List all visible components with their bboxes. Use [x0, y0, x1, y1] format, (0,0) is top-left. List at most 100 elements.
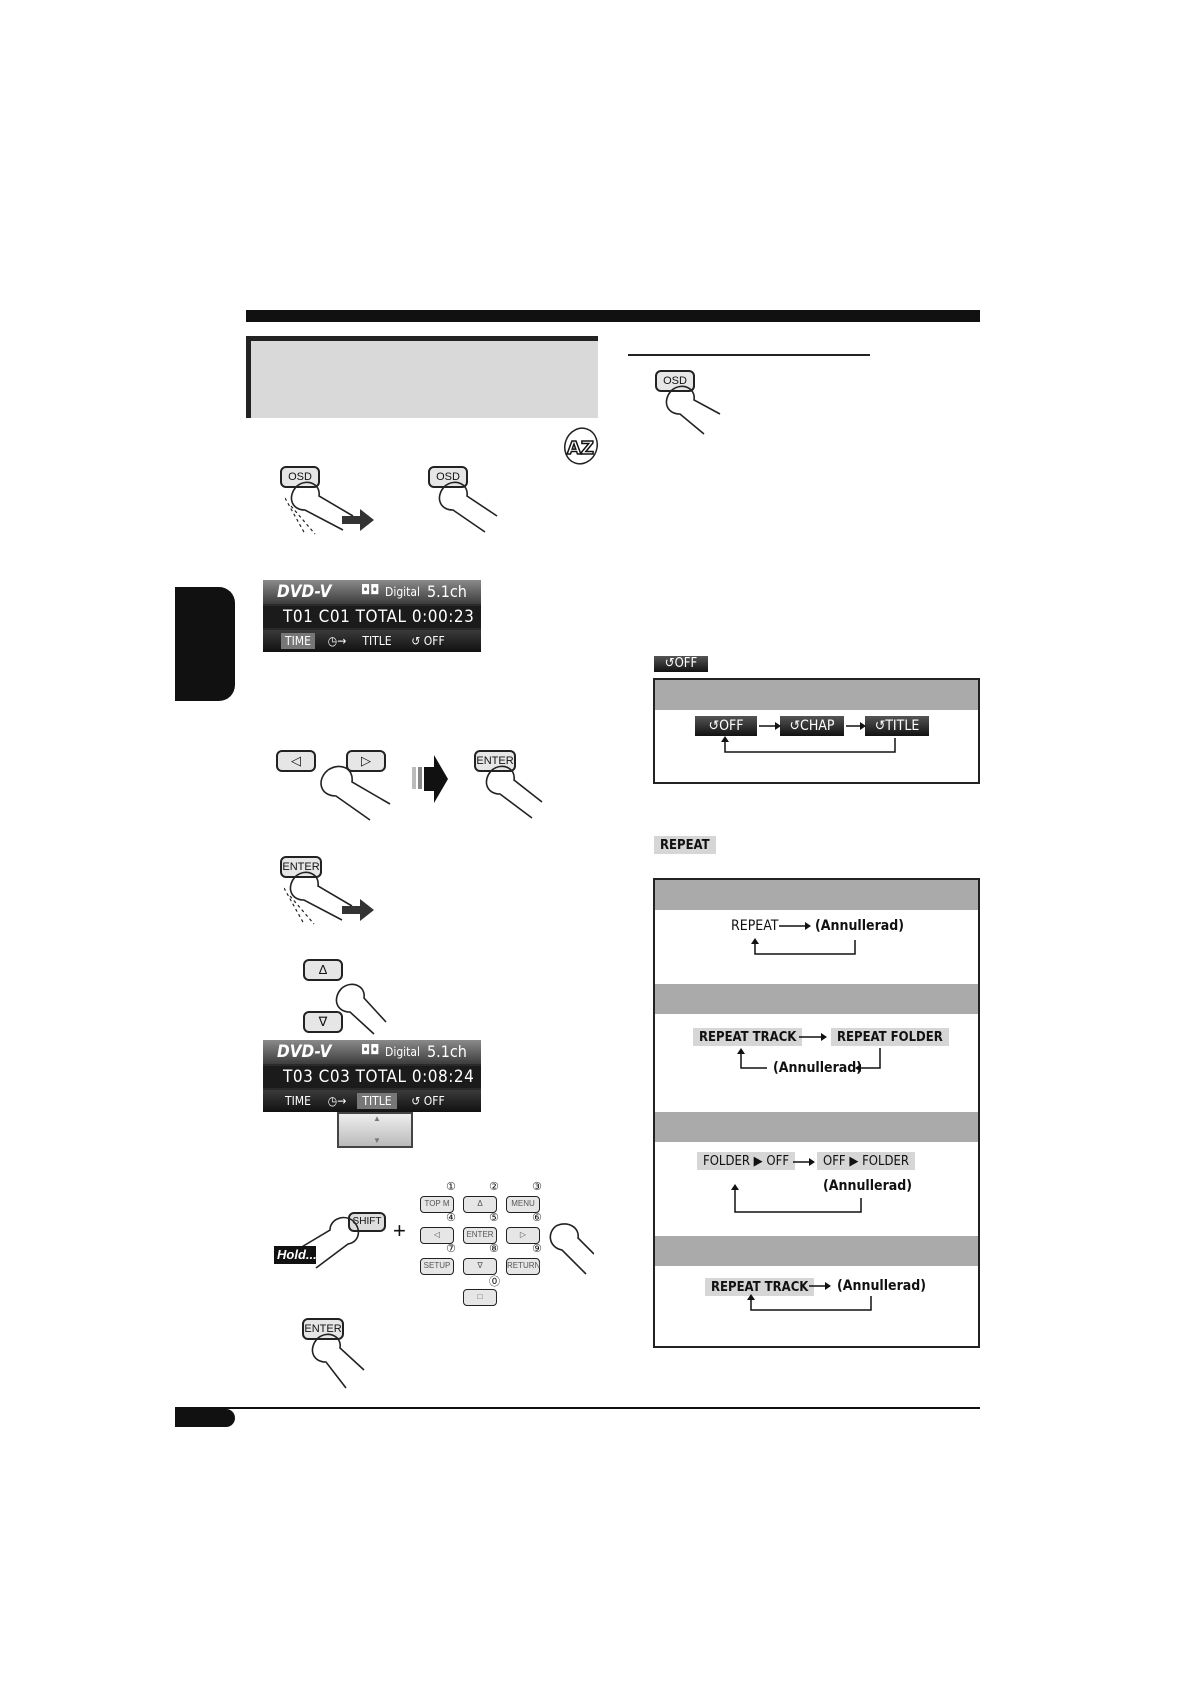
- right-button[interactable]: ▷: [346, 750, 386, 772]
- finger-icon: [438, 481, 498, 533]
- table-header: [655, 680, 978, 710]
- finger-icon: [485, 765, 543, 819]
- repeat-modes-table: REPEAT (Annullerad) REPEAT TRACK REPEAT …: [653, 878, 980, 1348]
- down-button[interactable]: ∇: [303, 1011, 343, 1033]
- key-number-2: ②: [489, 1180, 499, 1193]
- repeat-off-chip: ↺OFF: [654, 656, 708, 672]
- key-number-0: ⓪: [489, 1275, 500, 1288]
- up-button[interactable]: ∆: [303, 959, 343, 981]
- finger-icon: [320, 765, 391, 821]
- enter-button[interactable]: ENTER: [302, 1318, 344, 1340]
- finger-icon: [311, 1333, 365, 1389]
- key-top-menu[interactable]: TOP M: [420, 1196, 454, 1213]
- finger-icon: [285, 481, 354, 535]
- osd-button-1[interactable]: OSD: [280, 466, 320, 488]
- osd-status: T03 C03 TOTAL 0:08:24 ▶: [263, 1066, 481, 1109]
- flow-4-arrows: [747, 1282, 872, 1311]
- repeat-chapter-state: ↺CHAP: [780, 716, 844, 736]
- popup-up-arrow-icon: ▲: [373, 1114, 381, 1123]
- flow-2-arrows: [737, 1033, 881, 1072]
- arrow-right-icon: [342, 899, 374, 921]
- top-rule-bar: [246, 310, 980, 322]
- finger-icon: [549, 1223, 594, 1275]
- key-down[interactable]: ∇: [463, 1258, 497, 1275]
- key-number-3: ③: [532, 1180, 542, 1193]
- flow-4-cancel: (Annullerad): [837, 1278, 927, 1294]
- enter-button[interactable]: ENTER: [280, 856, 322, 878]
- flow-1-start: REPEAT: [731, 918, 779, 934]
- right-column-rule: [628, 354, 870, 356]
- repeat-chip: REPEAT: [654, 836, 716, 854]
- key-number-5: ⑤: [489, 1211, 499, 1224]
- osd-menu-repeat[interactable]: ↺ OFF: [411, 1094, 445, 1108]
- dvd-repeat-table: ↺OFF ↺CHAP ↺TITLE: [653, 678, 980, 784]
- osd-display-2: DVD-V ◘◘ Digital 5.1ch T03 C03 TOTAL 0:0…: [263, 1040, 481, 1112]
- source-label: DVD-V: [277, 1042, 332, 1062]
- key-zero[interactable]: □: [463, 1289, 497, 1306]
- repeat-off-state: ↺OFF: [695, 716, 757, 736]
- hold-label: Hold...: [274, 1246, 317, 1264]
- repeat-title-state: ↺TITLE: [865, 716, 929, 736]
- popup-down-arrow-icon: ▼: [373, 1136, 381, 1145]
- title-select-popup[interactable]: ▲ ▼: [337, 1112, 413, 1148]
- osd-display-1: DVD-V ◘◘ Digital 5.1ch T01 C01 TOTAL 0:0…: [263, 580, 481, 652]
- key-number-7: ⑦: [446, 1242, 456, 1255]
- flow-3-folder-off: FOLDER ▶ OFF: [697, 1152, 796, 1170]
- key-number-6: ⑥: [532, 1211, 542, 1224]
- plus-sign: +: [393, 1218, 406, 1243]
- finger-icon: [284, 871, 353, 925]
- osd-menu-timer[interactable]: ◷→: [327, 1094, 347, 1108]
- flow-1-cancel: (Annullerad): [815, 918, 905, 934]
- finger-icon: [299, 1216, 360, 1269]
- left-button[interactable]: ◁: [276, 750, 316, 772]
- flow-3-arrows: [731, 1158, 862, 1213]
- arrow-right-icon: [412, 755, 448, 803]
- key-enter[interactable]: ENTER: [463, 1227, 497, 1244]
- channels-label: 5.1ch: [427, 1042, 467, 1061]
- key-return[interactable]: RETURN: [506, 1258, 540, 1275]
- channels-label: 5.1ch: [427, 582, 467, 601]
- source-label: DVD-V: [277, 582, 332, 602]
- flow-2-cancel: (Annullerad): [773, 1060, 863, 1076]
- flow-2-track: REPEAT TRACK: [693, 1028, 803, 1046]
- key-up[interactable]: Δ: [463, 1196, 497, 1213]
- table-header: [655, 1112, 978, 1142]
- table-header: [655, 984, 978, 1014]
- dolby-icon: ◘◘: [361, 1043, 380, 1058]
- osd-menu-time[interactable]: TIME: [281, 633, 315, 649]
- language-side-tab: [175, 587, 235, 701]
- table-header: [655, 1236, 978, 1266]
- flow-2-folder: REPEAT FOLDER: [831, 1028, 949, 1046]
- key-setup[interactable]: SETUP: [420, 1258, 454, 1275]
- flow-1-arrows: [751, 922, 856, 955]
- osd-menu-title[interactable]: TITLE: [362, 634, 392, 648]
- osd-menu-title[interactable]: TITLE: [357, 1093, 397, 1109]
- osd-status: T01 C01 TOTAL 0:00:23 ▶: [263, 606, 481, 649]
- flow-arrows: [721, 722, 896, 753]
- key-left[interactable]: ◁: [420, 1227, 454, 1244]
- dolby-icon: ◘◘: [361, 583, 380, 598]
- finger-icon: [665, 385, 721, 435]
- finger-icon: [335, 983, 387, 1035]
- bottom-rule: [175, 1407, 980, 1409]
- osd-menu-time[interactable]: TIME: [285, 1094, 311, 1108]
- arrow-right-icon: [342, 509, 374, 531]
- osd-menu-timer[interactable]: ◷→: [327, 634, 347, 648]
- key-number-4: ④: [446, 1211, 456, 1224]
- key-number-8: ⑧: [489, 1242, 499, 1255]
- page-number-tab: [175, 1409, 235, 1427]
- key-number-9: ⑨: [532, 1242, 542, 1255]
- flow-3-off-folder: OFF ▶ FOLDER: [817, 1152, 916, 1170]
- key-right[interactable]: ▷: [506, 1227, 540, 1244]
- flow-3-cancel: (Annullerad): [823, 1178, 913, 1194]
- section-title-box: [246, 336, 598, 418]
- key-number-1: ①: [446, 1180, 456, 1193]
- key-menu[interactable]: MENU: [506, 1196, 540, 1213]
- flow-4-track: REPEAT TRACK: [705, 1278, 815, 1296]
- audio-label: Digital: [385, 1045, 421, 1059]
- osd-menu-repeat[interactable]: ↺ OFF: [411, 634, 445, 648]
- svg-text:AZ: AZ: [567, 438, 594, 459]
- table-header: [655, 880, 978, 910]
- a-z-icon: AZ: [564, 427, 598, 465]
- audio-label: Digital: [385, 585, 421, 599]
